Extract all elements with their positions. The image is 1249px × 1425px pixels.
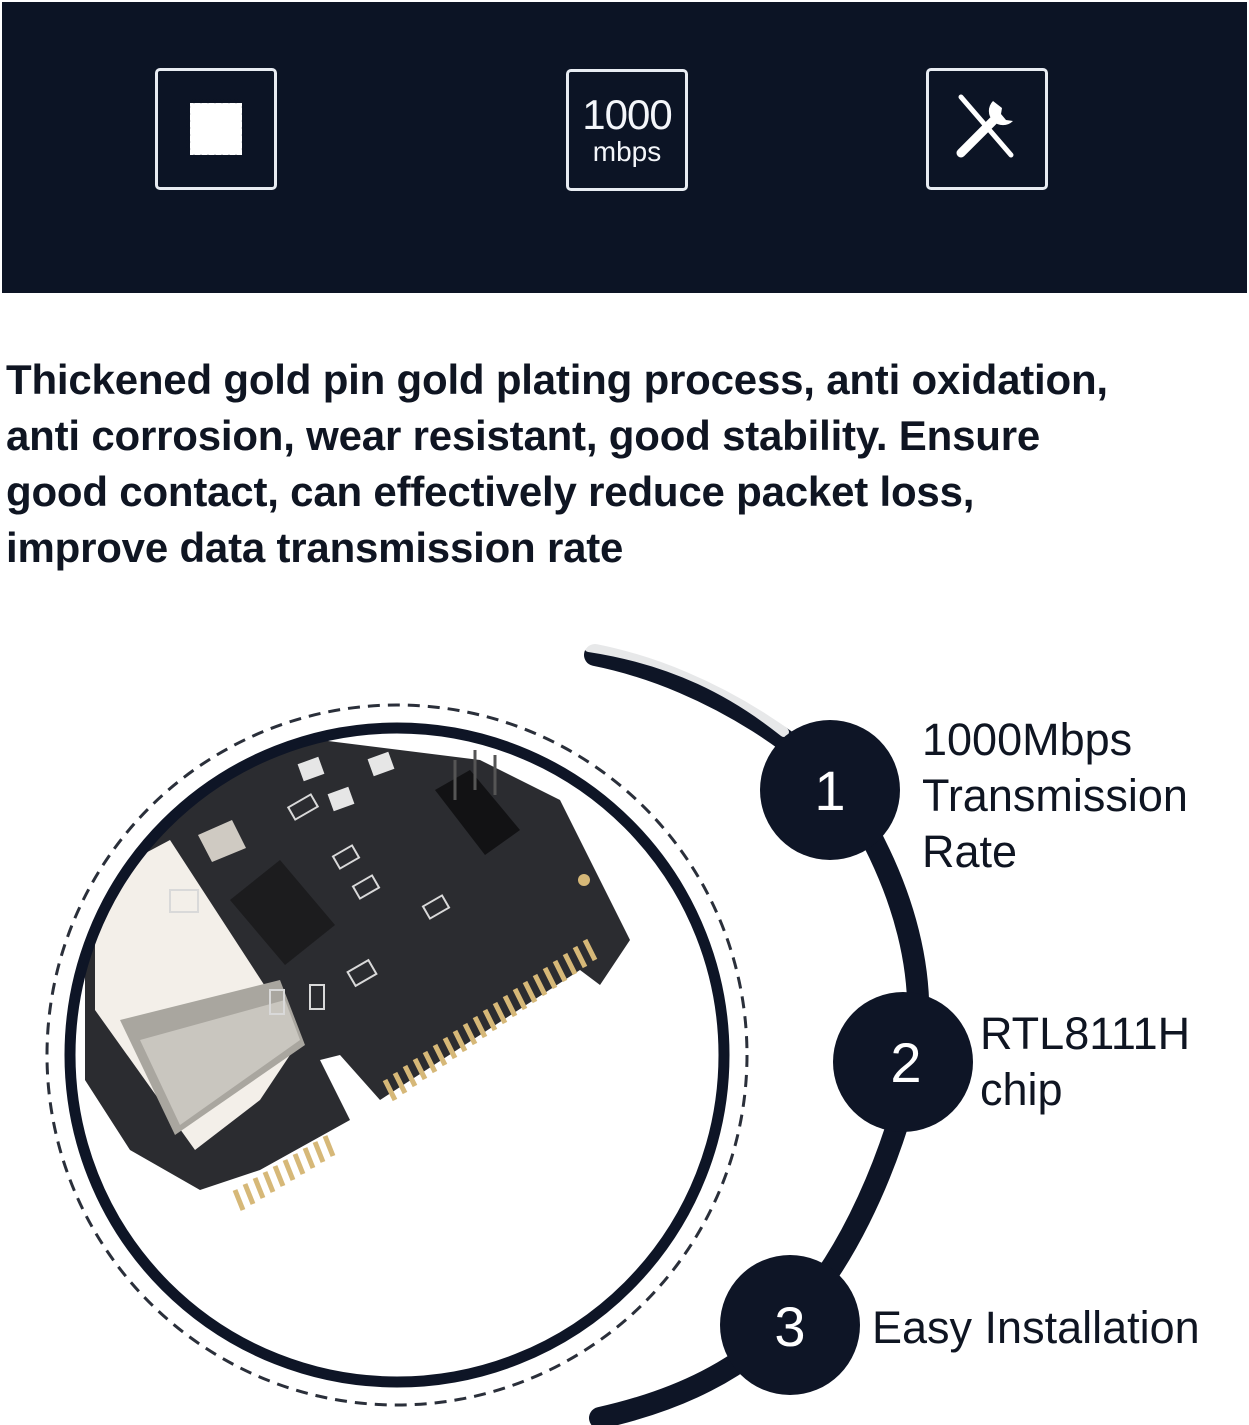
highlight-badge-2: 2: [833, 992, 973, 1132]
highlight-label-2: RTL8111H chip: [980, 1006, 1190, 1118]
highlights-diagram: 1 2 3: [45, 642, 973, 1425]
label-line: RTL8111H: [980, 1008, 1191, 1059]
lens-ring: [64, 722, 730, 1388]
feature-description: Thickened gold pin gold plating process,…: [6, 352, 1246, 576]
chip-feature-box: [155, 68, 277, 190]
svg-text:2: 2: [890, 1031, 921, 1094]
tools-icon: [956, 94, 1014, 158]
chip-icon: [185, 98, 247, 160]
svg-text:1: 1: [814, 759, 845, 822]
label-line: Easy Installation: [872, 1302, 1200, 1353]
dashed-ring: [45, 703, 749, 1407]
highlight-badge-1: 1: [760, 720, 900, 860]
label-line: chip: [980, 1064, 1063, 1115]
speed-feature-box: 1000 mbps: [566, 69, 688, 191]
highlight-label-3: Easy Installation: [872, 1300, 1200, 1356]
tools-feature-box: [926, 68, 1048, 190]
label-line: Transmission: [922, 770, 1188, 821]
label-line: 1000Mbps: [922, 714, 1133, 765]
description-line: good contact, can effectively reduce pac…: [6, 468, 975, 515]
description-line: anti corrosion, wear resistant, good sta…: [6, 412, 1040, 459]
product-image: [74, 732, 720, 1378]
speed-number: 1000: [582, 91, 672, 138]
speed-unit: mbps: [592, 136, 662, 167]
label-line: Rate: [922, 826, 1018, 877]
description-line: Thickened gold pin gold plating process,…: [6, 356, 1108, 403]
highlight-label-1: 1000Mbps Transmission Rate: [922, 712, 1188, 880]
highlight-badge-3: 3: [720, 1255, 860, 1395]
svg-text:3: 3: [774, 1295, 805, 1358]
speed-badge: 1000 mbps: [582, 91, 672, 167]
description-line: improve data transmission rate: [6, 524, 624, 571]
